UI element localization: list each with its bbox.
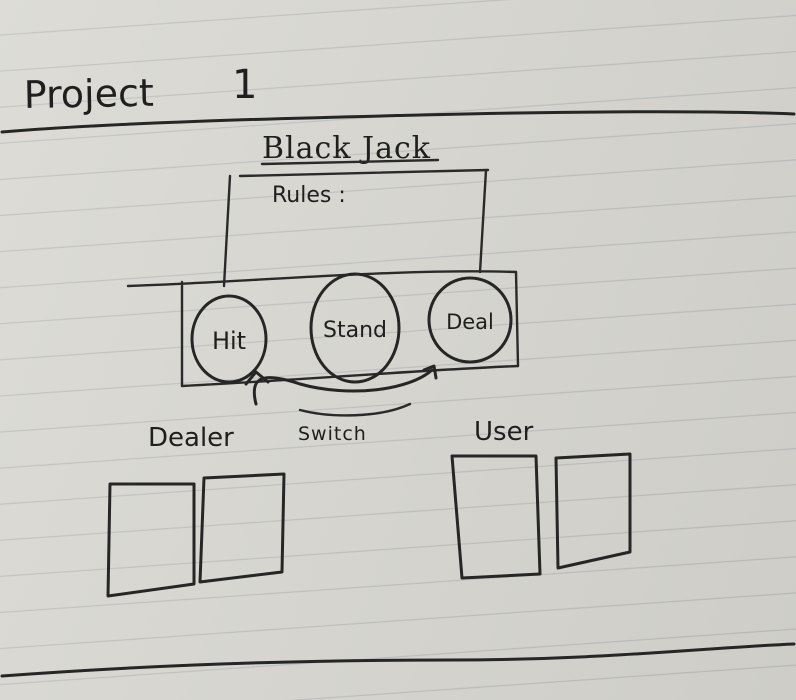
user-card-2 [554,452,632,570]
project-number: 1 [232,62,257,108]
hit-button[interactable]: Hit [190,294,268,384]
dealer-card-1 [106,482,196,598]
stand-button[interactable]: Stand [309,272,401,384]
controls-panel-top-edge [126,270,518,288]
switch-underline-curve [298,402,412,417]
rules-panel-left-edge [222,174,232,288]
stand-button-label: Stand [323,318,387,343]
user-card-1 [450,454,542,580]
dealer-label: Dealer [148,423,234,453]
rules-label: Rules : [272,183,346,208]
title-underline [260,158,440,166]
user-label: User [474,417,534,447]
switch-arrow [244,364,438,406]
deal-button-label: Deal [446,310,494,334]
rules-panel-top-edge [238,168,490,178]
controls-panel-right-edge [514,270,520,368]
bottom-divider-line [0,642,796,678]
deal-button[interactable]: Deal [427,276,513,364]
rules-panel-right-edge [478,168,488,274]
top-divider-line [0,110,796,134]
dealer-card-2 [198,472,286,584]
project-label: Project [23,71,154,117]
hit-button-label: Hit [212,327,246,355]
switch-label: Switch [298,423,367,445]
